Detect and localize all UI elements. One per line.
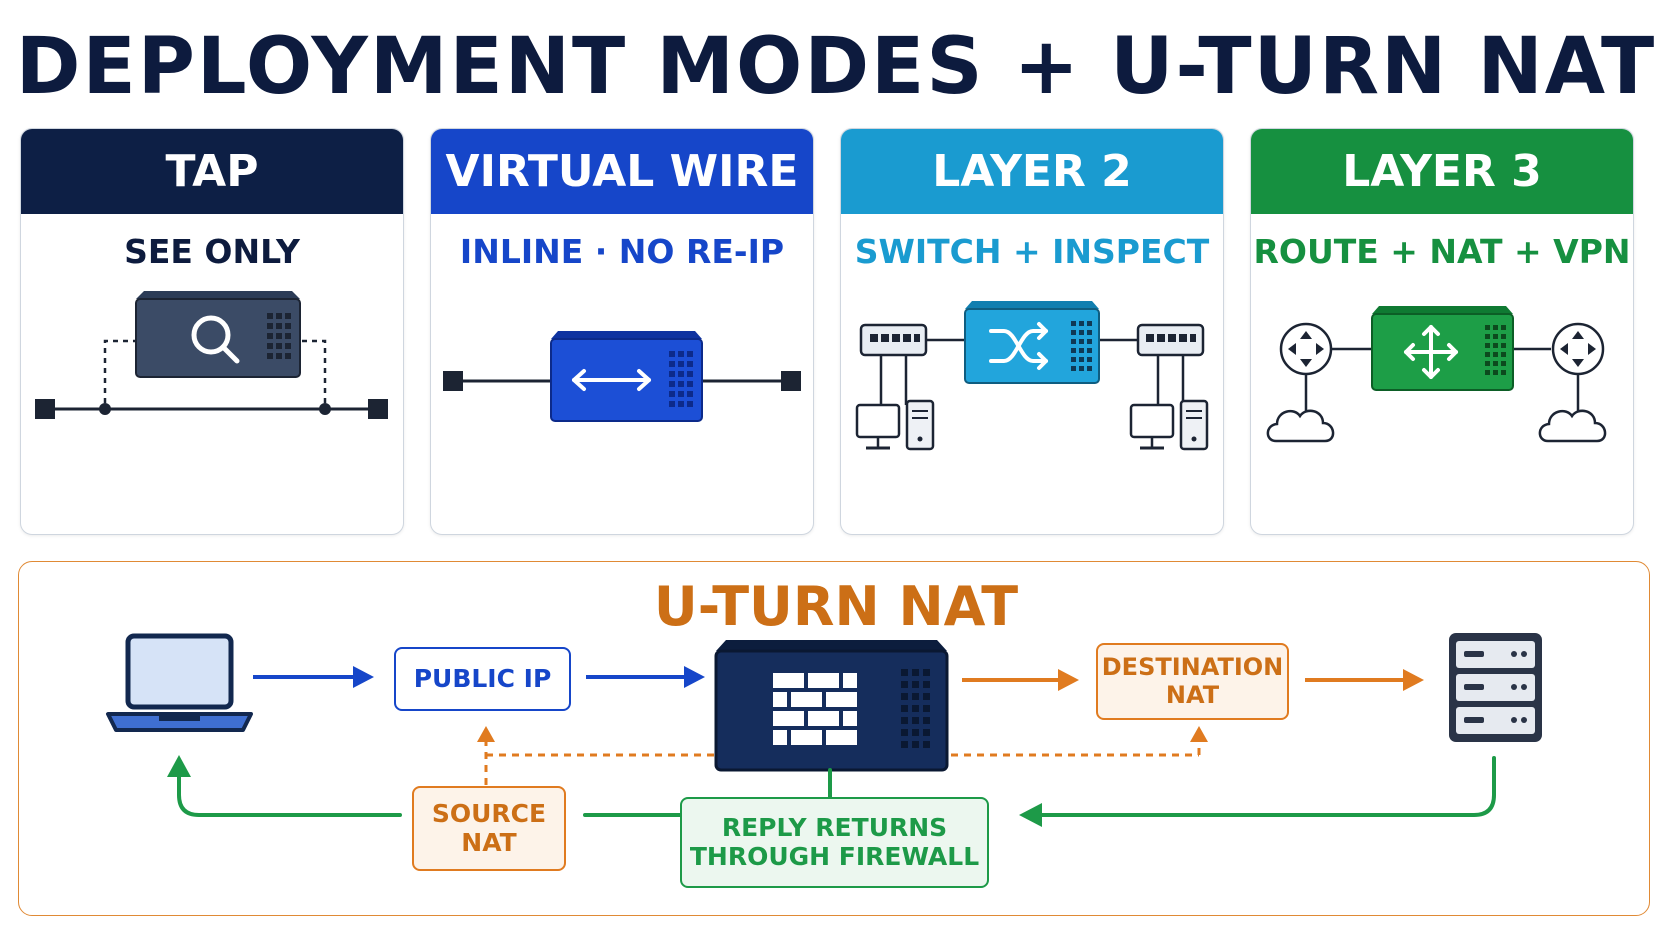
shuffle-icon (989, 322, 1048, 370)
layer-3-mode-tagline: ROUTE + NAT + VPN (1253, 232, 1631, 271)
u-turn-nat-title: U-TURN NAT (653, 575, 1019, 638)
router-left-icon (1279, 322, 1333, 376)
virtual-wire-mode-card: VIRTUAL WIRE INLINE · NO RE-IP (430, 128, 814, 535)
layer-2-mode-tagline: SWITCH + INSPECT (854, 232, 1210, 271)
tap-mode-header: TAP (21, 129, 403, 214)
cloud-left-icon (1266, 409, 1335, 443)
nat-rewrite-arrowheads (477, 726, 1208, 742)
tap-network-line (35, 399, 388, 419)
virtual-wire-illustration (443, 331, 801, 422)
source-nat-label: SOURCE NAT (431, 798, 547, 857)
page-title: DEPLOYMENT MODES + U-TURN NAT (15, 22, 1657, 112)
tap-illustration (35, 291, 388, 419)
switch-right-icon (1136, 323, 1205, 405)
virtual-wire-mode-header: VIRTUAL WIRE (431, 129, 813, 214)
router-right-icon (1551, 322, 1605, 376)
forward-arrow-1 (962, 669, 1079, 691)
layer-3-mode-header: LAYER 3 (1251, 129, 1633, 214)
reply-returns-box: REPLY RETURNS THROUGH FIREWALL (680, 797, 989, 888)
layer-3-illustration (1266, 306, 1607, 443)
virtual-wire-mode-tagline: INLINE · NO RE-IP (459, 232, 785, 271)
reply-path (177, 756, 1496, 817)
layer-2-mode-card: LAYER 2 SWITCH + INSPECT (840, 128, 1224, 535)
laptop-icon (106, 633, 253, 732)
tap-mode-name: TAP (165, 146, 259, 197)
public-ip-label: PUBLIC IP (413, 663, 552, 693)
public-ip-box: PUBLIC IP (394, 647, 571, 711)
virtual-wire-mode-name: VIRTUAL WIRE (445, 146, 799, 197)
layer-3-mode-name: LAYER 3 (1342, 146, 1542, 197)
source-nat-box: SOURCE NAT (412, 786, 566, 871)
desktop-right-icon (1129, 399, 1209, 451)
destination-nat-box: DESTINATION NAT (1096, 643, 1289, 720)
reply-returns-label: REPLY RETURNS THROUGH FIREWALL (689, 812, 980, 871)
layer-2-mode-header: LAYER 2 (841, 129, 1223, 214)
switch-left-icon (859, 323, 928, 405)
tap-mode-card: TAP SEE ONLY (20, 128, 404, 535)
layer-3-mode-card: LAYER 3 ROUTE + NAT + VPN (1250, 128, 1634, 535)
layer-2-appliance (964, 301, 1100, 384)
cloud-right-icon (1538, 409, 1607, 443)
layer-3-links (1304, 347, 1580, 417)
request-arrow-1 (253, 666, 374, 688)
desktop-left-icon (855, 399, 935, 451)
tap-appliance (135, 291, 301, 378)
reply-arrowheads (167, 755, 1042, 827)
nat-rewrite-dashed-line (484, 740, 1201, 785)
tap-mode-tagline: SEE ONLY (124, 232, 300, 271)
destination-nat-label: DESTINATION NAT (1101, 652, 1284, 709)
move-arrows-icon (1404, 325, 1458, 379)
double-arrow-icon (572, 369, 651, 391)
request-arrow-2 (586, 666, 705, 688)
brick-wall-icon (773, 673, 857, 745)
magnifier-icon (191, 315, 240, 364)
tap-mirror-link (103, 339, 327, 403)
layer-2-illustration (855, 301, 1209, 451)
server-icon (1449, 633, 1542, 742)
forward-arrow-2 (1305, 669, 1424, 691)
layer-2-mode-name: LAYER 2 (932, 146, 1132, 197)
